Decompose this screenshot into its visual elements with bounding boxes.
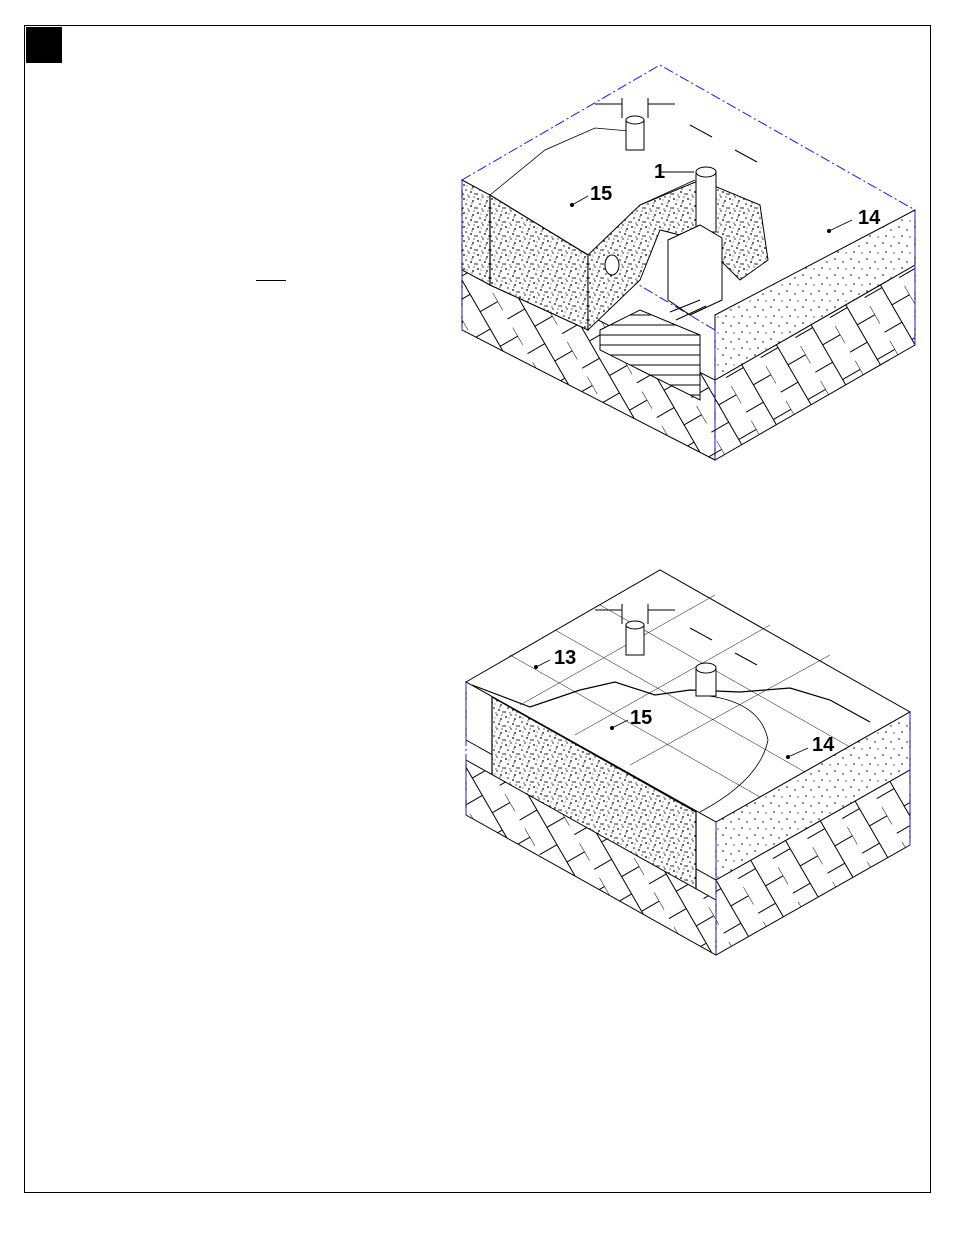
figure-2: 13 15 14 — [466, 570, 910, 955]
callout-pipe-label: 1 — [654, 161, 665, 183]
callout-soil-label-2: 14 — [812, 734, 835, 756]
callout-trench-label: 13 — [554, 647, 576, 669]
callout-fill-label-2: 15 — [630, 707, 652, 729]
figure-1: 1 15 14 — [462, 65, 915, 460]
callout-soil-label: 14 — [858, 207, 881, 229]
callout-fill-label: 15 — [590, 183, 612, 205]
